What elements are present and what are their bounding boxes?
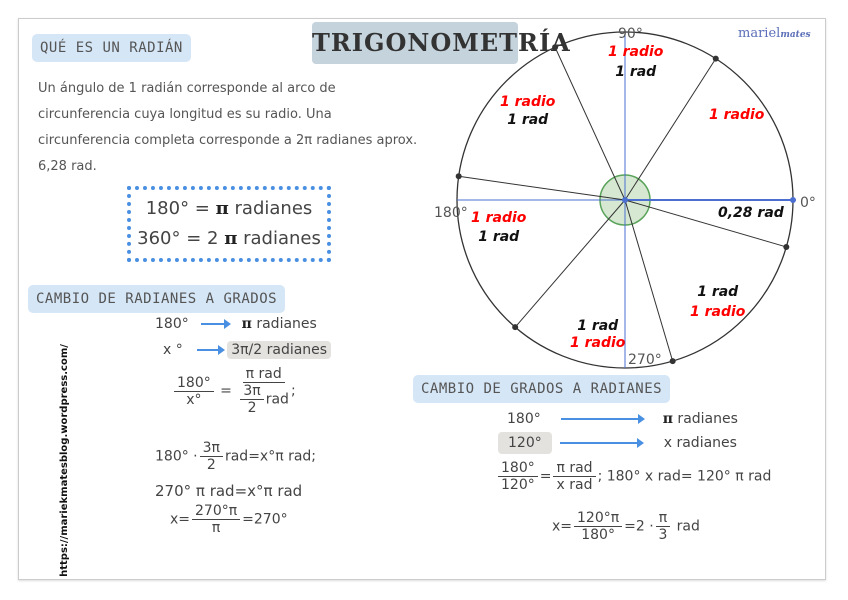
radian-definition: Un ángulo de 1 radián corresponde al arc… [38, 81, 418, 174]
radius-point [669, 358, 676, 365]
label-0: 0° [800, 195, 816, 211]
label-90: 90° [618, 26, 643, 42]
heading-deg-to-rad: CAMBIO DE GRADOS A RADIANES [413, 375, 671, 403]
heading-what-is-radian: QUÉ ES UN RADIÁN [32, 34, 191, 62]
radius-line [624, 199, 674, 362]
radius-point [552, 44, 559, 51]
radius-point [512, 324, 519, 331]
arrow-icon [201, 319, 232, 329]
label-270: 270° [628, 352, 662, 368]
label-180: 180° [434, 205, 468, 221]
remainder-label: 0,28 rad [718, 205, 784, 221]
heading-rad-to-deg: CAMBIO DE RADIANES A GRADOS [28, 285, 286, 313]
radius-point [712, 55, 719, 62]
segment-label: 1 radio [709, 107, 765, 123]
arrow-icon [559, 438, 644, 448]
equation-3: 270° π rad=x°π rad [155, 482, 303, 500]
radius-line [624, 199, 787, 248]
page-frame [18, 18, 826, 580]
rule-row-1: 180°π radianes [507, 411, 738, 427]
rule-row-2: 120°x radianes [498, 432, 737, 454]
center-point [622, 197, 628, 203]
radius-line [514, 199, 626, 328]
radius-line [554, 47, 626, 201]
zero-point [790, 197, 796, 203]
rule-row-2: x ° 3π/2 radianes [163, 341, 332, 359]
equivalence-180: 180° = π radianes [145, 198, 313, 219]
radius-line [624, 58, 717, 201]
logo: marielmates [738, 26, 811, 41]
rule-row-1: 180° π radianes [155, 316, 317, 332]
radius-point [455, 173, 462, 180]
arrow-icon [197, 345, 226, 355]
arrow-icon [560, 414, 645, 424]
equivalence-box: 180° = π radianes 360° = 2 π radianes [127, 186, 331, 262]
equivalence-360: 360° = 2 π radianes [137, 228, 321, 249]
radius-line [458, 175, 626, 201]
radius-point [783, 243, 790, 250]
